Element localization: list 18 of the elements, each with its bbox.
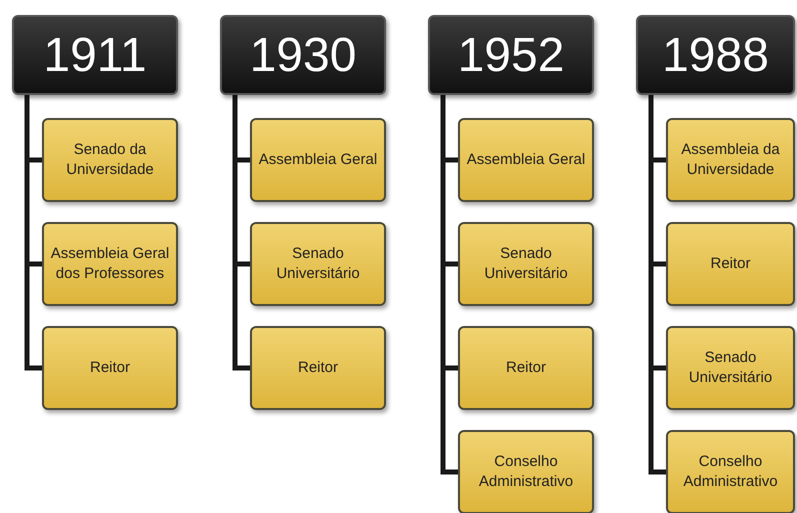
year-header-box: 1930 [220, 15, 386, 95]
organ-box: Senado Universitário [666, 326, 795, 410]
organ-box: Assembleia Geral [458, 118, 594, 202]
organ-box: Assembleia Geral [250, 118, 386, 202]
year-header-box: 1952 [428, 15, 594, 95]
organ-box: Senado Universitário [250, 222, 386, 306]
organ-box: Senado Universitário [458, 222, 594, 306]
year-header-box: 1911 [12, 15, 178, 95]
organ-box: Reitor [458, 326, 594, 410]
organ-box: Reitor [250, 326, 386, 410]
organ-box: Conselho Administrativo [458, 430, 594, 513]
organ-box: Assembleia da Universidade [666, 118, 795, 202]
year-header-box: 1988 [636, 15, 795, 95]
organ-box: Senado da Universidade [42, 118, 178, 202]
organ-box: Reitor [42, 326, 178, 410]
organ-box: Conselho Administrativo [666, 430, 795, 513]
organ-box: Assembleia Geral dos Professores [42, 222, 178, 306]
organ-box: Reitor [666, 222, 795, 306]
